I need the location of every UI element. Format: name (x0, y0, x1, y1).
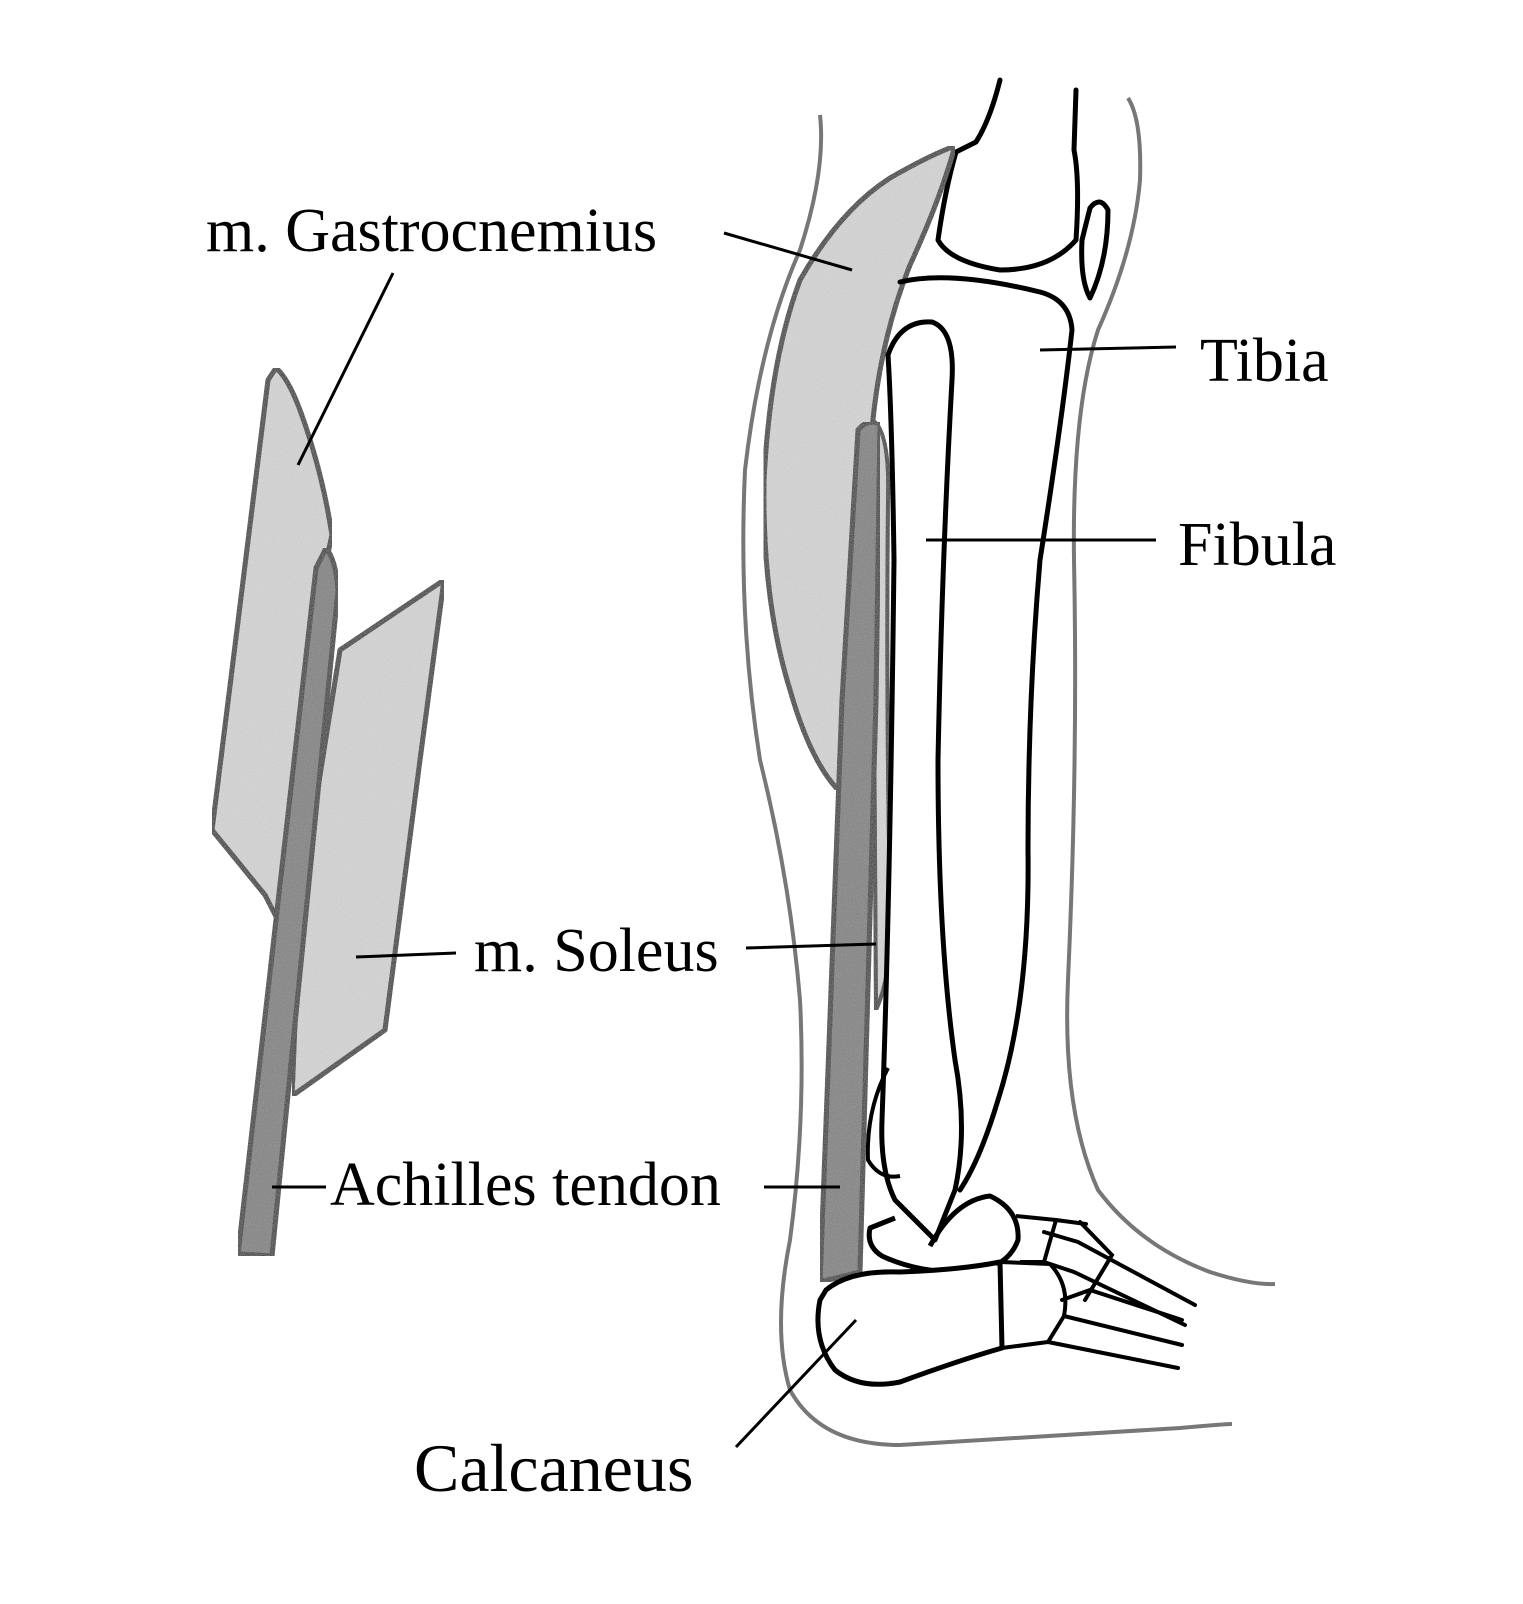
leader-tibia (1040, 347, 1176, 350)
schematic-model (212, 273, 456, 1256)
cuboid (1000, 1262, 1065, 1348)
calcaneus-bone (818, 1262, 1002, 1384)
label-calcaneus: Calcaneus (414, 1434, 693, 1502)
leader-gastrocnemius-schematic (298, 273, 393, 465)
label-soleus: m. Soleus (474, 920, 719, 982)
navicular (1016, 1216, 1056, 1262)
label-achilles-tendon: Achilles tendon (330, 1154, 721, 1216)
femur (938, 80, 1078, 270)
label-fibula: Fibula (1178, 514, 1336, 576)
leg-drawing (724, 80, 1275, 1447)
label-gastrocnemius: m. Gastrocnemius (206, 200, 657, 262)
label-tibia: Tibia (1200, 330, 1329, 392)
leader-calcaneus (736, 1320, 856, 1447)
patella (1082, 202, 1108, 298)
fibula (882, 322, 962, 1240)
